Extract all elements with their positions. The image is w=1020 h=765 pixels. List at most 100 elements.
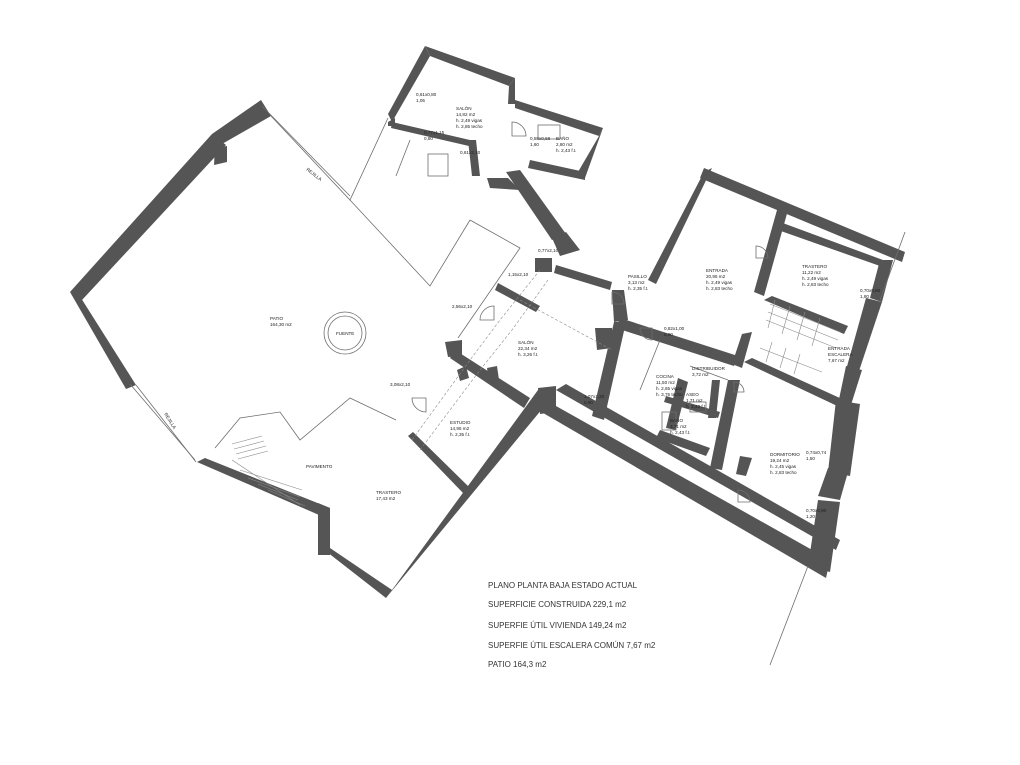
patio-inner-line-2	[457, 219, 521, 339]
summary-util-escalera: SUPERFIE ÚTIL ESCALERA COMÚN 7,67 m2	[488, 641, 656, 650]
wall-trastero-left	[318, 503, 330, 555]
bathtub	[427, 153, 449, 177]
label-rejilla-left: REJILLA	[163, 412, 177, 431]
room-pasillo: PASILLO 3,13 m2 h. 2,35 f.t.	[628, 274, 648, 291]
wall-pasillo-top	[554, 265, 612, 290]
wall-salon-inner	[468, 140, 480, 176]
wall-trastero-bottom	[386, 390, 552, 598]
opening-label: 1,15x2,10	[508, 272, 529, 277]
distribuidor-line	[689, 365, 729, 381]
wall-diagonal-end	[552, 232, 580, 256]
opening-label: 0,61x2,10	[460, 150, 481, 155]
wall-south	[556, 384, 840, 550]
opening-label: 0,58x0,58 1,60	[530, 136, 551, 147]
wall-south-outer	[538, 406, 830, 578]
door-arc-6	[639, 327, 653, 341]
wall-east-right	[846, 298, 882, 374]
wall-patio-left	[70, 134, 226, 300]
dash-line-2	[419, 279, 549, 451]
wall-estudio-bottom	[408, 432, 470, 494]
summary-util-vivienda: SUPERFIE ÚTIL VIVIENDA 149,24 m2	[488, 621, 627, 630]
door-arc-1	[511, 121, 527, 137]
wall-cocina-left	[592, 322, 626, 420]
cocina-line	[639, 339, 661, 391]
summary-patio: PATIO 164,3 m2	[488, 660, 547, 669]
wall-aseo-right	[708, 380, 720, 418]
patio-top-edge	[270, 115, 389, 201]
opening-label: 2,56x2,10	[452, 304, 473, 309]
wall-entrada-top	[700, 168, 905, 262]
wall-patio-topleft	[212, 100, 271, 148]
bano-top-fixture	[537, 124, 561, 140]
label-pavimento: PAVIMENTO	[306, 464, 333, 469]
patio-inner-line	[349, 199, 471, 287]
wall-east-right2	[838, 366, 862, 408]
bano-mid-fixture	[661, 411, 677, 431]
patio-stairs	[231, 435, 306, 507]
opening-label: 0,77x2,10	[538, 248, 559, 253]
wall-dorm-top	[744, 358, 853, 412]
wall-salon-stair	[487, 178, 520, 190]
door-arc-8	[737, 489, 751, 503]
wall-salon-mid-upper	[495, 283, 540, 312]
external-line-bottom	[769, 565, 809, 666]
opening-label: 1,07x1,20 0,90	[584, 394, 605, 405]
wall-estudio-pier2	[487, 366, 499, 382]
room-fuente: FUENTE	[336, 331, 354, 336]
fountain-inner	[327, 315, 363, 351]
summary-title: PLANO PLANTA BAJA ESTADO ACTUAL	[488, 581, 638, 590]
wall-salon-mid-right	[595, 328, 612, 350]
walls	[70, 46, 905, 598]
construction-lines	[129, 105, 906, 666]
opening-label: 3,08x2,10	[390, 382, 411, 387]
room-entrada-escalera: ENTRADA ESCALERA 7,67 m2	[828, 346, 854, 363]
wall-salon-top-bottom	[391, 122, 470, 146]
wall-patio-left-lower	[70, 292, 136, 389]
opening-labels: 0,61x0,80 1,05 0,77x1,15 0,80 0,61x2,10 …	[390, 92, 881, 519]
rejilla-line-top	[261, 105, 351, 197]
wall-pasillo-right	[612, 290, 628, 322]
wall-cocina-top	[616, 318, 738, 366]
room-bano-mid: BAÑO 3,71 m2 h. 2,43 f.t.	[670, 417, 690, 435]
wall-trastero-r-left	[754, 210, 788, 296]
patio-lower-line	[214, 397, 397, 449]
wall-salon-top-left	[388, 46, 430, 122]
opening-label: 0,82x1,00 0,90	[664, 326, 685, 337]
wall-bano-right	[578, 128, 603, 178]
wall-bano-top	[515, 100, 603, 136]
rejilla-line-left	[129, 383, 196, 461]
east-stairs	[759, 299, 841, 375]
room-salon-mid: SALÓN 22,34 m2 h. 3,26 f.t.	[518, 339, 538, 357]
door-arc-4	[611, 291, 625, 305]
fountain-outer	[323, 311, 367, 355]
room-entrada: ENTRADA 20,95 m2 h. 2,49 vigas h. 2,83 t…	[706, 268, 733, 291]
door-arc-5	[755, 245, 769, 259]
opening-label: 0,61x0,80 1,05	[416, 92, 437, 103]
room-patio: PATIO 164,30 m2	[270, 316, 292, 327]
summary-block: PLANO PLANTA BAJA ESTADO ACTUAL SUPERFIC…	[488, 581, 656, 669]
door-arc-7	[733, 381, 745, 393]
wall-dorm-right2	[818, 468, 848, 500]
wall-escalera-left	[732, 332, 752, 368]
room-trastero-right: TRASTERO 11,22 m2 h. 2,49 vigas h. 2,83 …	[802, 264, 829, 287]
room-estudio: ESTUDIO 14,95 m2 h. 2,35 f.t.	[450, 420, 472, 437]
wall-salon-top-right	[508, 78, 515, 104]
external-line-top	[879, 231, 906, 301]
wall-trastero-r-top	[778, 222, 883, 266]
room-cocina: COCINA 11,50 m2 h. 2,65 vigas h. 3,75 te…	[656, 374, 683, 397]
wall-dorm-pier	[736, 456, 752, 476]
wall-bano-bottom	[528, 160, 585, 180]
room-labels: SALÓN 14,82 m2 h. 2,49 vigas h. 2,85 tec…	[163, 105, 853, 501]
door-arc-2	[479, 305, 495, 321]
room-trastero-left: TRASTERO 17,43 m2	[376, 490, 402, 501]
wall-trastero-bottomleft	[318, 545, 392, 598]
wall-pier	[214, 146, 227, 165]
salon-top-line	[395, 139, 411, 177]
aseo-fixture	[689, 401, 707, 413]
opening-label: 0,70x0,80 1,80	[860, 288, 881, 299]
room-aseo: ASEO 1,71 m2 h. 2,43 f.t.	[686, 392, 706, 409]
room-bano-top: BAÑO 2,80 m2 h. 2,43 f.t.	[556, 135, 576, 153]
room-dormitorio: DORMITORIO 19,24 m2 h. 2,45 vigas h. 2,8…	[770, 452, 801, 475]
